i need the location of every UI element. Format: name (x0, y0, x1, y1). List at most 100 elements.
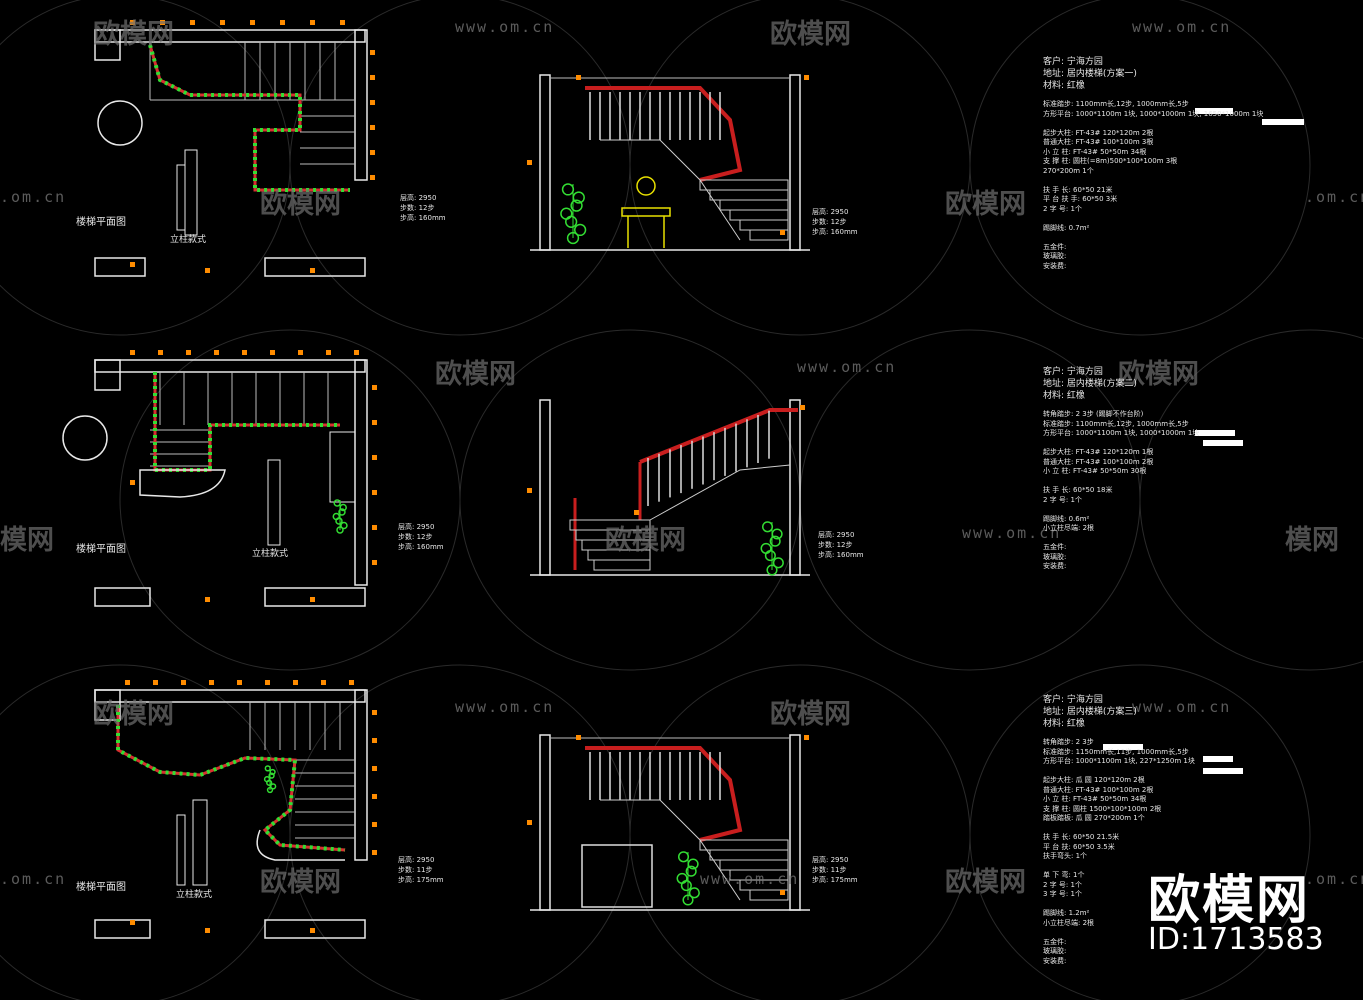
watermark-url: www.om.cn (455, 698, 555, 716)
spec-line: 标准踏步: 1100mm长,12步, 1000mm长,5步 (1043, 419, 1189, 428)
handrail-plan (153, 372, 340, 472)
dimension-marker (370, 100, 375, 105)
dimension-marker (372, 850, 377, 855)
dimension-marker (242, 350, 247, 355)
elevation-step (729, 209, 789, 221)
spec-line: 五金件: (1043, 937, 1067, 946)
wall-outline (539, 734, 551, 911)
spec-line: 玻璃胶: (1043, 552, 1067, 561)
spec-line: 玻璃胶: (1043, 252, 1067, 260)
wall-outline (354, 359, 368, 586)
baluster-dots (116, 705, 346, 852)
dimension-marker (237, 680, 242, 685)
post-style-label-3: 立柱款式 (176, 890, 213, 900)
wall-outline (789, 399, 801, 576)
spec-line: 踏板踏板: 瓜 圆 270*200m 1个 (1043, 814, 1145, 822)
spec-notes-2: 客户: 宁海方园 地址: 居内楼梯(方案二) 材料: 红橡 转角踏步: 2 3步… (1043, 366, 1353, 572)
spec-line: 支 撑 柱: 圆柱 1500*100*100m 2根 (1043, 804, 1162, 813)
dimension-marker (372, 420, 377, 425)
spec-line: 小立柱尽端: 2根 (1043, 918, 1095, 927)
spec-line: 踢脚线: 0.6m² (1043, 514, 1090, 523)
elevation-step (593, 559, 651, 571)
dimension-marker (250, 20, 255, 25)
wall-outline (94, 29, 121, 61)
material-line: 材料: 红橡 (1043, 719, 1085, 729)
dimension-marker (220, 20, 225, 25)
spec-line (1043, 767, 1353, 777)
watermark-url: www.om.cn (1132, 698, 1232, 716)
client-line: 客户: 宁海方园 (1043, 695, 1103, 705)
material-line: 材料: 红橡 (1043, 81, 1085, 91)
dimension-marker (780, 230, 785, 235)
dimension-marker (270, 350, 275, 355)
watermark-circle (1139, 329, 1363, 671)
material-line: 材料: 红橡 (1043, 391, 1085, 401)
dimension-marker (125, 680, 130, 685)
redaction-bar (1262, 119, 1304, 125)
spec-line: 玻璃胶: (1043, 947, 1067, 955)
spec-line: 安装费: (1043, 956, 1067, 965)
elevation-step (709, 189, 789, 201)
dimension-marker (310, 20, 315, 25)
plant-leaf (333, 499, 341, 507)
baluster-elevation (176, 814, 186, 886)
wall-outline (264, 919, 366, 939)
dimension-marker (372, 710, 377, 715)
elevation-step (719, 199, 789, 211)
plant-leaf (677, 851, 690, 863)
elevation-step (699, 839, 789, 851)
wall-outline (539, 399, 551, 576)
post-style-label-1: 立柱款式 (170, 235, 207, 245)
dimension-marker (265, 680, 270, 685)
spec-line: 普通大柱: FT-43# 100*100m 2根 (1043, 785, 1154, 794)
dimension-marker (372, 560, 377, 565)
plant-leaf (680, 880, 692, 892)
spec-line: 五金件: (1043, 543, 1067, 551)
watermark-url: .om.cn (1305, 870, 1363, 888)
handrail-profile-icon (97, 100, 143, 146)
post-style-label-2: 立柱款式 (252, 549, 289, 559)
redaction-bar (1103, 744, 1143, 750)
plant-leaf (688, 887, 700, 899)
watermark-url: www.om.cn (700, 870, 800, 888)
plant-leaf (769, 535, 781, 547)
elevation-step (739, 219, 789, 231)
dimension-marker (372, 822, 377, 827)
spec-line: 转角踏步: 2 3步 (踢脚不作台阶) (1043, 410, 1144, 418)
spec-line: 扶手弯头: 1个 (1043, 852, 1088, 860)
plant-leaf (685, 865, 697, 877)
plant-leaf (565, 215, 578, 228)
dimension-marker (160, 20, 165, 25)
plant-leaf (560, 207, 573, 220)
plant-leaf (332, 512, 341, 521)
dimension-marker (576, 75, 581, 80)
dimension-marker (354, 350, 359, 355)
plant-leaf (761, 521, 774, 533)
dimension-marker (326, 350, 331, 355)
dimension-marker (804, 75, 809, 80)
watermark-brand: 模网 (0, 525, 54, 556)
dimension-marker (298, 350, 303, 355)
spec-line: 单 下 弯: 1个 (1043, 871, 1085, 879)
wall-outline (94, 919, 151, 939)
plant-leaf (270, 783, 277, 790)
spec-line: 支 撑 柱: 圆柱(=8m)500*100*100m 3根 (1043, 157, 1178, 165)
address-line: 地址: 居内楼梯(方案一) (1043, 69, 1137, 79)
spec-line: 270*200m 1个 (1043, 166, 1094, 175)
dimension-marker (370, 75, 375, 80)
watermark-circle (289, 0, 631, 336)
plant-leaf (561, 183, 575, 196)
spec-line: 五金件: (1043, 242, 1067, 251)
elevation-step (749, 229, 789, 241)
dimension-marker (372, 490, 377, 495)
stringer (649, 464, 791, 521)
wall-outline (539, 74, 551, 251)
plant-leaf (772, 557, 784, 569)
watermark-brand: 欧模网 (1118, 359, 1199, 390)
watermark-url: www.om.cn (1132, 18, 1232, 36)
handrail-elevation (585, 746, 743, 842)
dimension-marker (527, 488, 532, 493)
